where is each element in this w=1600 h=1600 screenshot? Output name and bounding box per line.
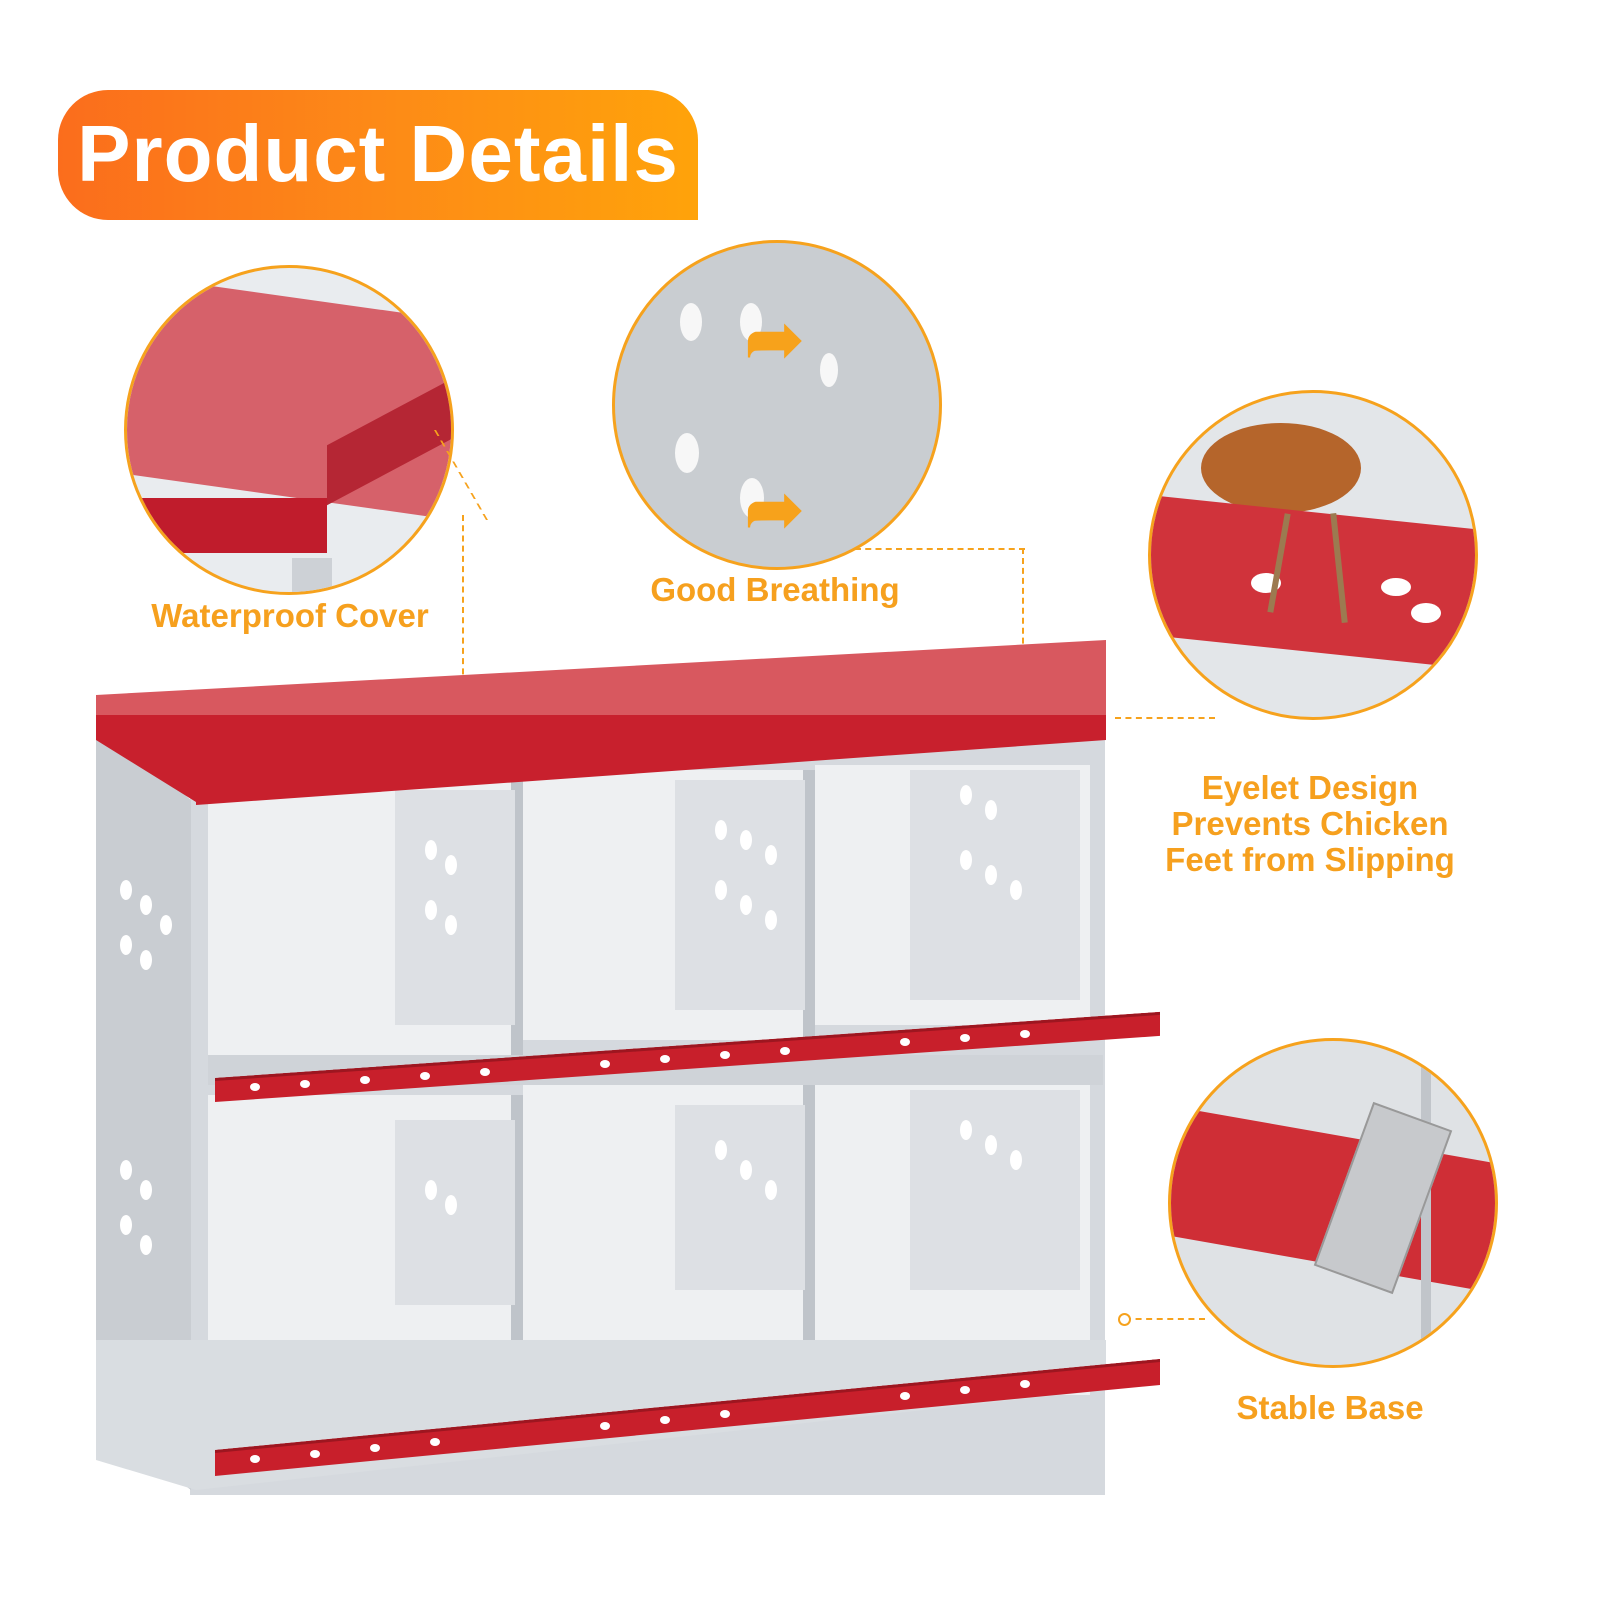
title-banner: Product Details bbox=[58, 90, 698, 220]
stable-base-detail-image bbox=[1168, 1038, 1498, 1368]
airflow-arrow-icon: ➦ bbox=[745, 470, 804, 548]
leader-line bbox=[1115, 717, 1215, 719]
good-breathing-label: Good Breathing bbox=[650, 571, 900, 608]
eyelet-design-label: Eyelet Design Prevents Chicken Feet from… bbox=[1165, 769, 1455, 878]
stable-base-label: Stable Base bbox=[1236, 1389, 1424, 1426]
airflow-arrow-icon: ➦ bbox=[745, 300, 804, 378]
good-breathing-detail-image: ➦ ➦ bbox=[612, 240, 942, 570]
waterproof-cover-detail-image bbox=[124, 265, 454, 595]
page-title: Product Details bbox=[77, 109, 679, 198]
leader-line bbox=[462, 515, 464, 705]
eyelet-design-detail-image bbox=[1148, 390, 1478, 720]
waterproof-cover-label: Waterproof Cover bbox=[151, 597, 429, 634]
leader-line bbox=[1125, 1318, 1205, 1320]
waterproof-roof bbox=[96, 640, 1106, 720]
callout-dot bbox=[1118, 1313, 1131, 1326]
leader-line bbox=[855, 548, 1025, 550]
